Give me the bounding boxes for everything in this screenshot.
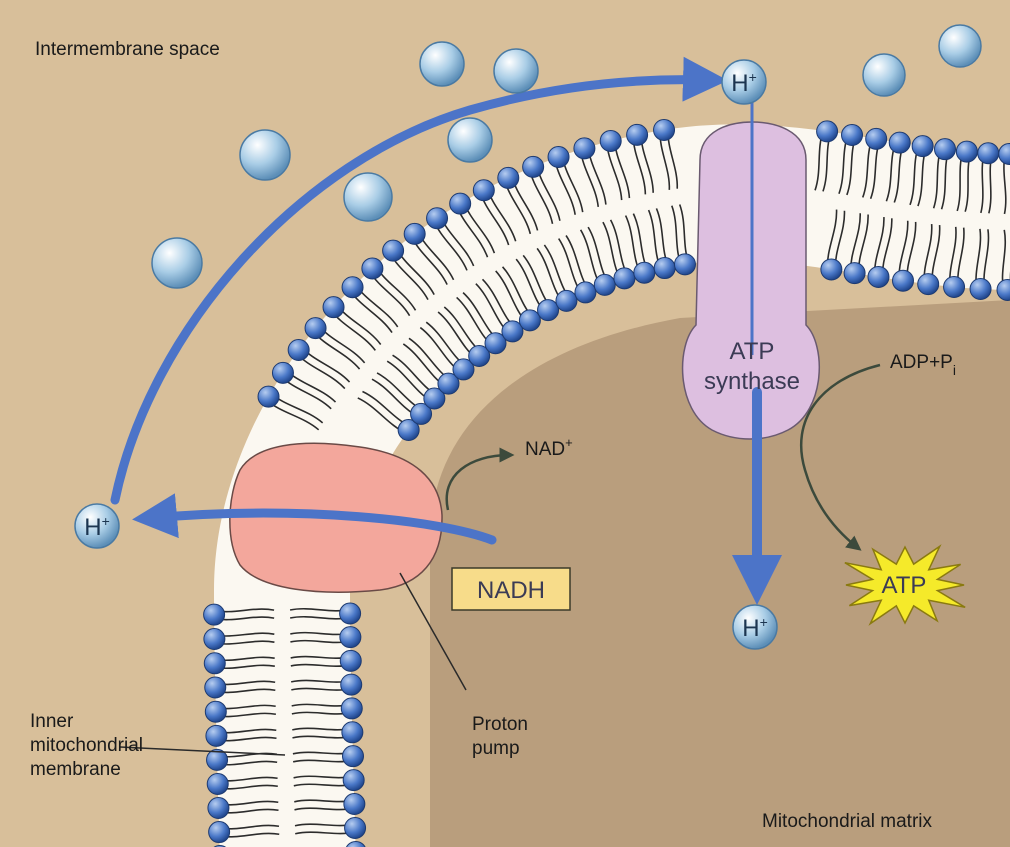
lipid-head bbox=[912, 136, 933, 157]
h-plus-bottom: H+ bbox=[733, 605, 777, 649]
lipid-head bbox=[844, 263, 865, 284]
lipid-head bbox=[970, 278, 991, 299]
lipid-head bbox=[866, 128, 887, 149]
lipid-head bbox=[634, 262, 655, 283]
proton-ball bbox=[420, 42, 464, 86]
lipid-head bbox=[627, 124, 648, 145]
lipid-head bbox=[935, 139, 956, 160]
proton-pump-label-1: Proton bbox=[472, 714, 528, 735]
inner-membrane-label-3: membrane bbox=[30, 759, 121, 780]
mitochondrial-matrix-label: Mitochondrial matrix bbox=[762, 811, 932, 832]
lipid-head bbox=[209, 822, 230, 843]
atp-synthase-label-2: synthase bbox=[704, 368, 800, 395]
lipid-head bbox=[450, 193, 471, 214]
lipid-head bbox=[538, 300, 559, 321]
lipid-head bbox=[600, 130, 621, 151]
proton-ball bbox=[939, 25, 981, 67]
proton-ball bbox=[448, 118, 492, 162]
lipid-head bbox=[893, 270, 914, 291]
lipid-head bbox=[344, 794, 365, 815]
lipid-head bbox=[204, 604, 225, 625]
lipid-head bbox=[383, 240, 404, 261]
lipid-head bbox=[340, 603, 361, 624]
proton-ball bbox=[152, 238, 202, 288]
lipid-head bbox=[206, 725, 227, 746]
lipid-head bbox=[272, 362, 293, 383]
lipid-head bbox=[574, 138, 595, 159]
lipid-head bbox=[208, 798, 229, 819]
proton-ball bbox=[863, 54, 905, 96]
lipid-head bbox=[956, 141, 977, 162]
lipid-head bbox=[842, 125, 863, 146]
lipid-head bbox=[204, 629, 225, 650]
lipid-head bbox=[323, 297, 344, 318]
lipid-head bbox=[594, 274, 615, 295]
lipid-head bbox=[362, 258, 383, 279]
h-plus-left: H+ bbox=[75, 504, 119, 548]
lipid-head bbox=[427, 208, 448, 229]
atp-label: ATP bbox=[882, 572, 927, 599]
nadh-label: NADH bbox=[477, 577, 545, 604]
lipid-head bbox=[258, 386, 279, 407]
lipid-head bbox=[205, 677, 226, 698]
lipid-head bbox=[944, 276, 965, 297]
proton-ball bbox=[494, 49, 538, 93]
lipid-head bbox=[340, 627, 361, 648]
lipid-head bbox=[575, 282, 596, 303]
lipid-head bbox=[305, 318, 326, 339]
lipid-head bbox=[654, 119, 675, 140]
nadh-molecule: NADH bbox=[452, 568, 570, 610]
proton-ball bbox=[344, 173, 392, 221]
lipid-head bbox=[889, 132, 910, 153]
lipid-head bbox=[498, 167, 519, 188]
lipid-head bbox=[341, 674, 362, 695]
lipid-head bbox=[473, 180, 494, 201]
lipid-head bbox=[345, 817, 366, 838]
lipid-head bbox=[343, 770, 364, 791]
lipid-head bbox=[614, 268, 635, 289]
lipid-head bbox=[404, 223, 425, 244]
lipid-head bbox=[868, 266, 889, 287]
lipid-head bbox=[341, 698, 362, 719]
lipid-head bbox=[523, 156, 544, 177]
lipid-head bbox=[821, 259, 842, 280]
lipid-head bbox=[342, 277, 363, 298]
lipid-head bbox=[342, 722, 363, 743]
lipid-head bbox=[288, 340, 309, 361]
proton-ball bbox=[240, 130, 290, 180]
proton-pump-label-2: pump bbox=[472, 738, 520, 759]
lipid-head bbox=[548, 147, 569, 168]
lipid-head bbox=[978, 143, 999, 164]
lipid-head bbox=[817, 121, 838, 142]
lipid-head bbox=[674, 254, 695, 275]
lipid-head bbox=[340, 650, 361, 671]
lipid-head bbox=[205, 701, 226, 722]
h-plus-top: H+ bbox=[722, 60, 766, 104]
lipid-head bbox=[654, 258, 675, 279]
lipid-head bbox=[556, 290, 577, 311]
inner-membrane-label-2: mitochondrial bbox=[30, 735, 143, 756]
lipid-head bbox=[204, 653, 225, 674]
lipid-head bbox=[207, 773, 228, 794]
lipid-head bbox=[918, 274, 939, 295]
atp-synthase-label-1: ATP bbox=[730, 338, 775, 365]
inner-membrane-label-1: Inner bbox=[30, 711, 74, 732]
intermembrane-space-label: Intermembrane space bbox=[35, 39, 220, 60]
lipid-head bbox=[519, 310, 540, 331]
lipid-head bbox=[343, 746, 364, 767]
